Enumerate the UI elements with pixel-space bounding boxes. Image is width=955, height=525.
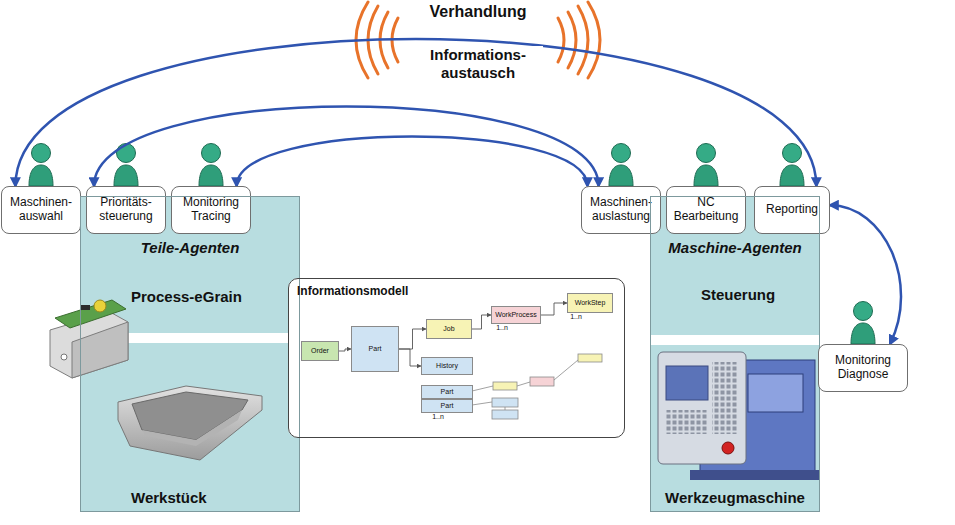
node-text: Teile-Agenten — [141, 239, 240, 256]
class-box: Order — [301, 341, 339, 361]
node-subtext: Process-eGrain — [131, 288, 299, 305]
model-link — [541, 303, 567, 315]
node-text: Reporting — [766, 203, 818, 217]
machine-tool — [658, 352, 820, 480]
class-box: WorkStep — [567, 293, 613, 313]
egrain-device — [50, 300, 128, 378]
node-text: Order — [311, 347, 329, 355]
agent-panels — [80, 196, 820, 512]
model-box: InformationsmodellOrderPartJobWorkProces… — [288, 278, 625, 438]
agent-panel: Maschine-AgentenSteuerungWerkzeugmaschin… — [650, 196, 820, 512]
node-text: Part — [369, 345, 382, 353]
node-text: NC Bearbeitung — [670, 196, 742, 224]
agent-panel: Teile-AgentenProcess-eGrainWerkstück — [80, 196, 300, 512]
node-text: Maschine-Agenten — [668, 239, 801, 256]
model-link — [472, 315, 491, 329]
group-label: Informations- austausch — [413, 46, 543, 82]
model-link — [399, 329, 426, 349]
agent-box: Monitoring Tracing — [171, 186, 251, 234]
agent-box: Monitoring Diagnose — [818, 344, 908, 392]
agent-icons — [29, 144, 875, 345]
node-text: WorkProcess — [495, 311, 537, 319]
class-box: WorkProcess — [491, 306, 541, 324]
agent-link — [94, 107, 599, 187]
model-ground — [288, 278, 625, 438]
class-box: Job — [426, 319, 472, 339]
agent-box: Reporting — [754, 186, 830, 234]
node-text: Part — [441, 402, 454, 410]
node-text: Monitoring Tracing — [175, 196, 247, 224]
multiplicity: 1..n — [428, 413, 448, 421]
model-link — [399, 349, 421, 366]
node-text: Maschinen- auslastung — [585, 196, 657, 224]
group-label: Verhandlung — [408, 2, 548, 21]
agent-link — [15, 39, 816, 186]
class-box: Part — [421, 385, 473, 399]
workpiece — [118, 386, 262, 460]
node-text: Part — [441, 388, 454, 396]
class-box: Part — [421, 399, 473, 413]
node-text: History — [436, 362, 458, 370]
node-text: Job — [443, 325, 454, 333]
node-text: Maschinen- auswahl — [5, 196, 77, 224]
agent-box: Prioritäts- steuerung — [86, 186, 166, 234]
node-text: Prioritäts- steuerung — [90, 196, 162, 224]
model-classes — [472, 354, 602, 419]
node-subtext: Steuerung — [701, 286, 819, 303]
agent-link — [830, 205, 901, 344]
node-subtext: Werkzeugmaschine — [665, 489, 805, 506]
agent-link — [237, 137, 588, 187]
agent-box: Maschinen- auswahl — [1, 186, 81, 234]
class-box: Part — [351, 326, 399, 372]
node-text: WorkStep — [575, 299, 606, 307]
multiplicity: 1..n — [492, 324, 512, 332]
agent-box: NC Bearbeitung — [666, 186, 746, 234]
node-subtext: Werkstück — [131, 489, 299, 506]
model-link — [339, 349, 351, 351]
multiplicity: 1..n — [566, 313, 586, 321]
class-box: History — [421, 357, 473, 375]
node-text: Monitoring Diagnose — [822, 354, 904, 382]
agent-box: Maschinen- auslastung — [581, 186, 661, 234]
